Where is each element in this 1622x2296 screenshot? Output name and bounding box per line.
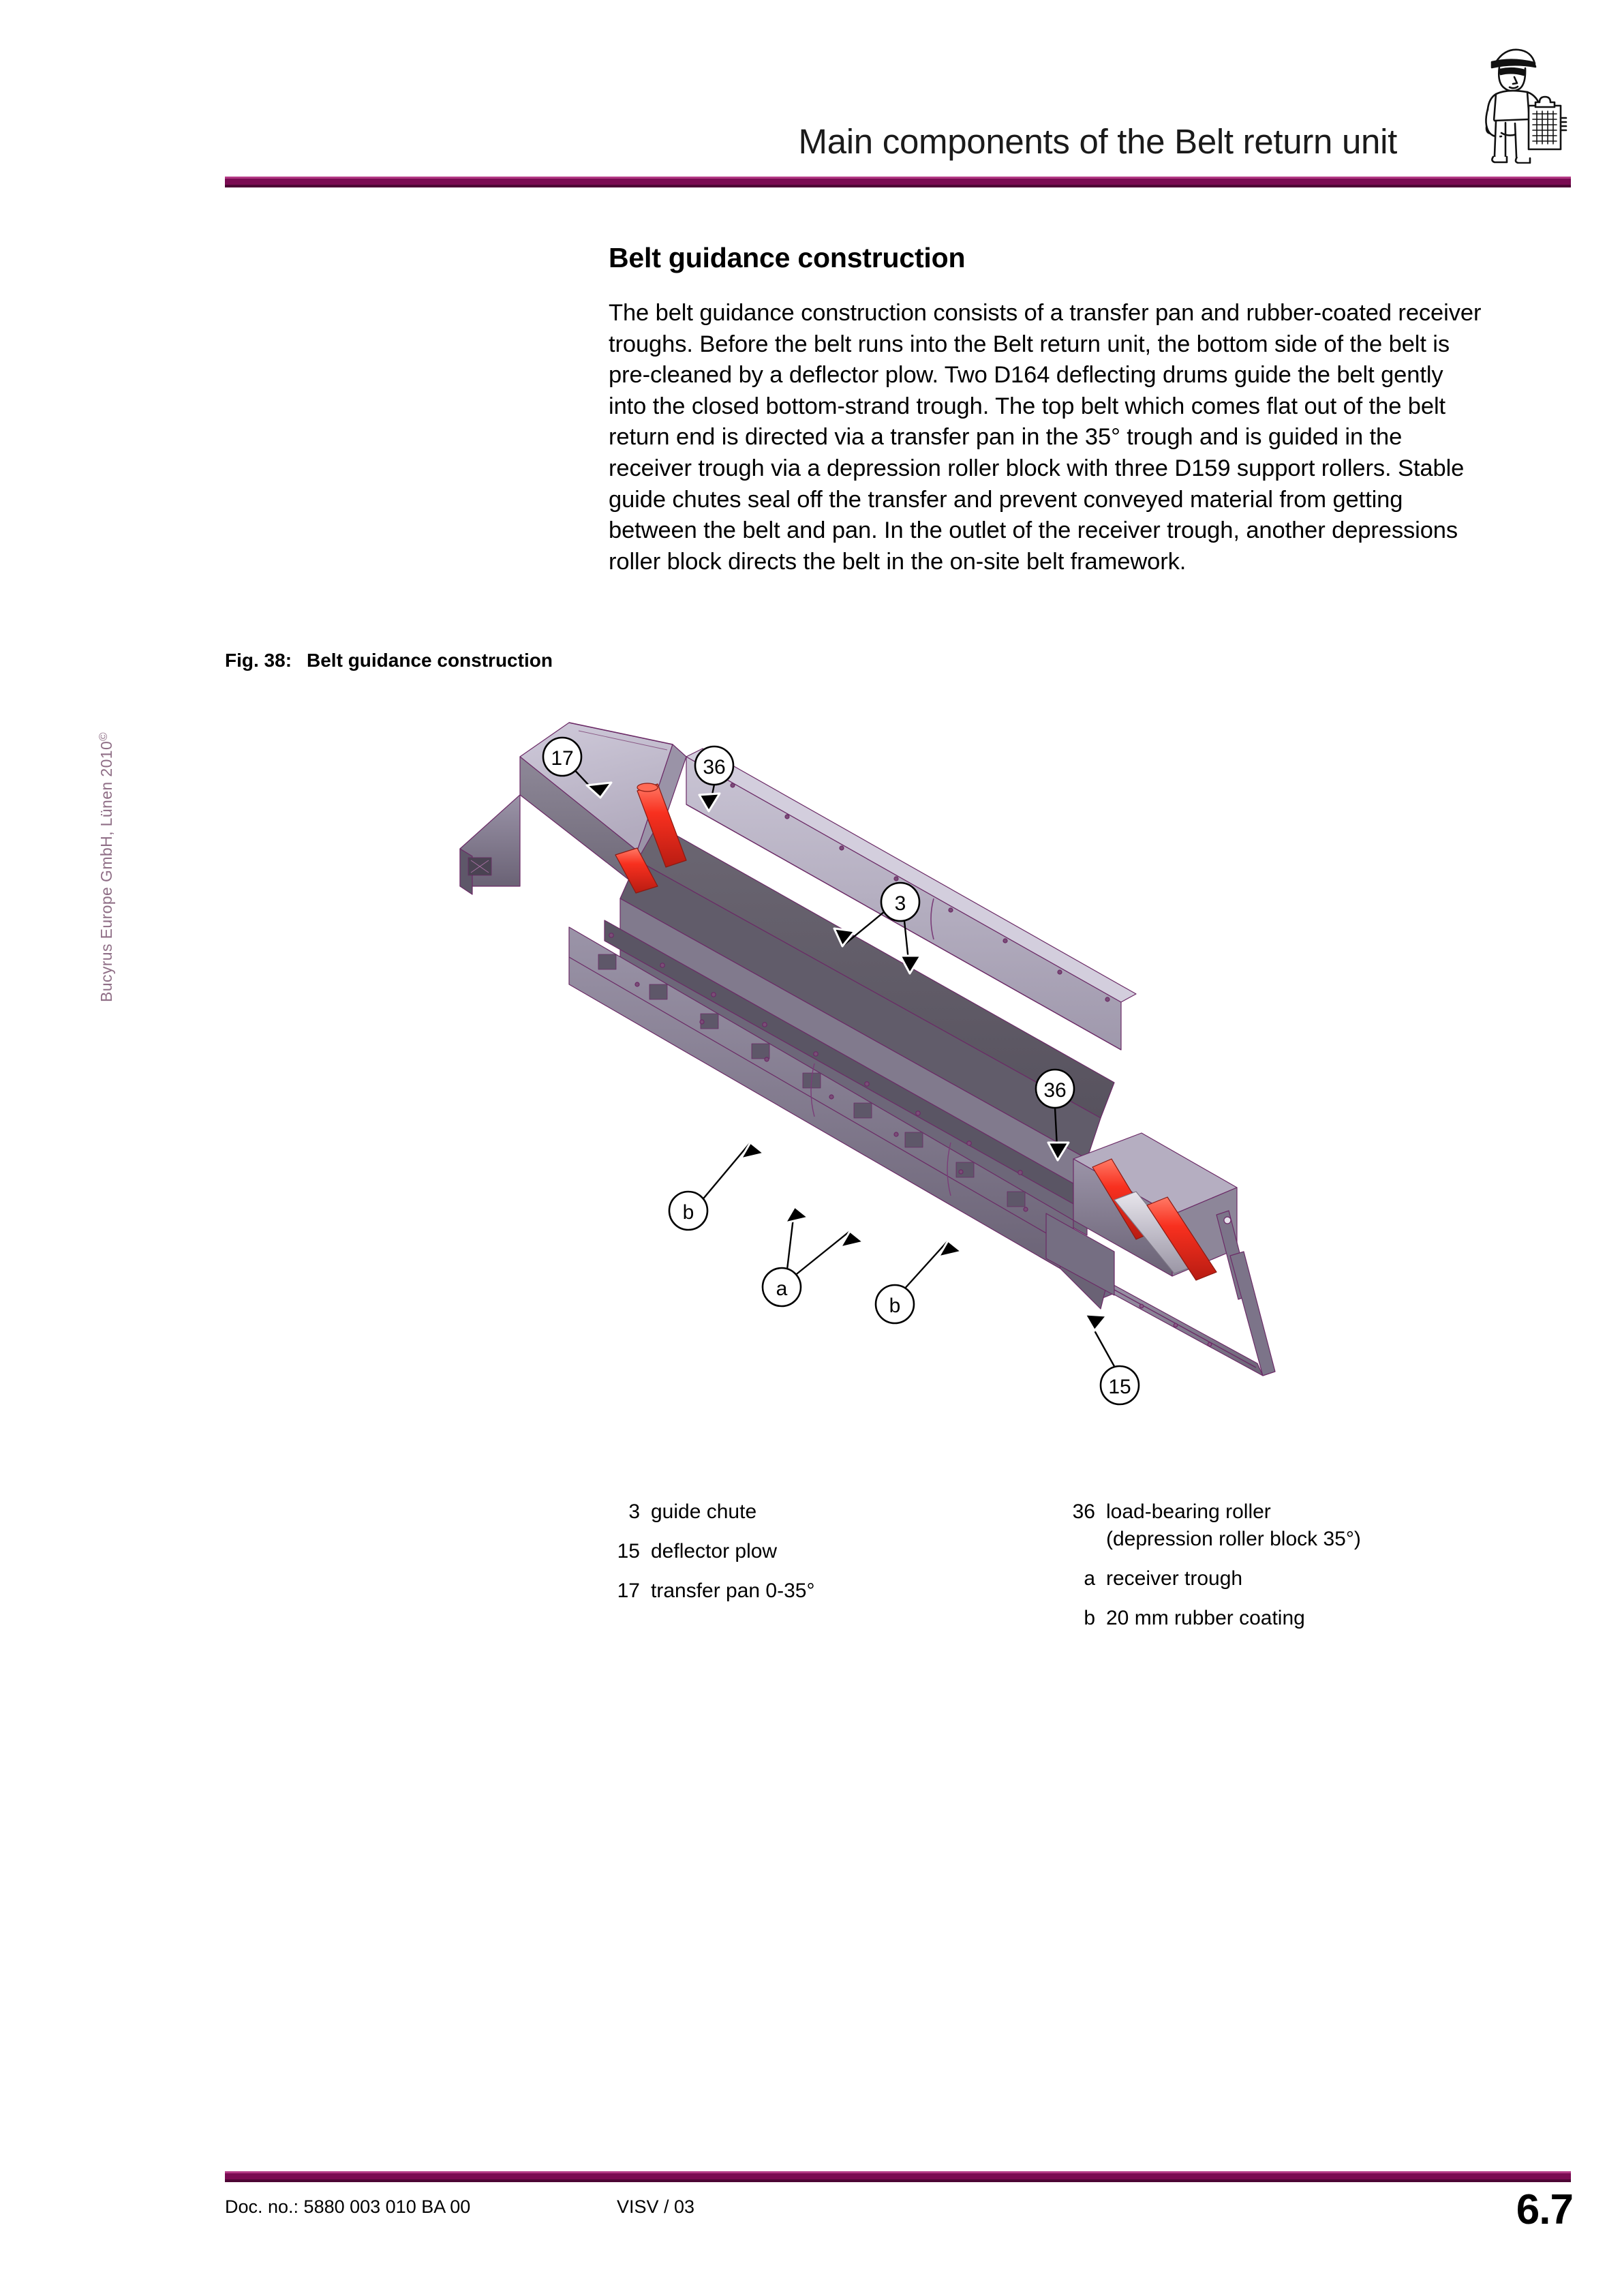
callout-3: 3 xyxy=(880,881,921,922)
legend-item: 3 guide chute xyxy=(609,1498,814,1526)
callout-15: 15 xyxy=(1099,1365,1140,1406)
callout-17: 17 xyxy=(542,736,583,777)
figure-number: Fig. 38: xyxy=(225,650,292,671)
figure-belt-guidance-construction: 17 36 3 36 b a b 15 xyxy=(204,682,1574,1486)
legend-item: b 20 mm rubber coating xyxy=(1064,1605,1361,1632)
callout-b-lower: b xyxy=(874,1284,915,1325)
callout-label: 15 xyxy=(1108,1376,1131,1398)
header-rule xyxy=(225,179,1571,185)
legend-column-left: 3 guide chute 15 deflector plow 17 trans… xyxy=(609,1498,815,1617)
page-number: 6.7 xyxy=(1516,2186,1574,2233)
legend-value-main: load-bearing roller xyxy=(1106,1500,1271,1523)
legend-key: 15 xyxy=(617,1540,640,1562)
legend-value: transfer pan 0-35° xyxy=(651,1580,815,1602)
callout-label: 17 xyxy=(551,747,573,770)
figure-svg: 17 36 3 36 b a b 15 xyxy=(459,722,1276,1406)
receiver-trough xyxy=(568,898,1088,1277)
legend-item: 36 load-bearing roller (depression rolle… xyxy=(1064,1498,1361,1553)
callout-b-upper: b xyxy=(668,1190,709,1231)
belt-guidance-assembly xyxy=(459,722,1276,1376)
legend-value: load-bearing roller (depression roller b… xyxy=(1106,1498,1361,1553)
copyright-mark: © xyxy=(97,731,110,741)
legend-key: a xyxy=(1084,1567,1095,1590)
side-copyright: Bucyrus Europe GmbH, Lünen 2010© xyxy=(97,732,116,1002)
legend-value: receiver trough xyxy=(1106,1567,1243,1590)
legend-item: 15 deflector plow xyxy=(609,1538,814,1565)
legend-key: b xyxy=(1084,1607,1095,1629)
callout-36-left: 36 xyxy=(694,745,735,786)
callout-36-right: 36 xyxy=(1035,1068,1075,1109)
figure-callouts: 17 36 3 36 b a b 15 xyxy=(542,736,1140,1406)
legend-value: guide chute xyxy=(651,1500,757,1523)
depression-roller-block xyxy=(1073,1132,1251,1300)
callout-label: b xyxy=(683,1201,694,1224)
side-copyright-text: Bucyrus Europe GmbH, Lünen 2010 xyxy=(97,740,115,1002)
legend-item: 17 transfer pan 0-35° xyxy=(609,1577,815,1605)
legend-value: 20 mm rubber coating xyxy=(1106,1607,1305,1629)
load-bearing-roller-left xyxy=(615,783,687,894)
callout-a: a xyxy=(761,1267,802,1308)
footer-revision: VISV / 03 xyxy=(617,2196,695,2217)
figure-caption-text: Belt guidance construction xyxy=(307,650,553,671)
legend-key: 3 xyxy=(628,1500,640,1523)
legend-value-sub: (depression roller block 35°) xyxy=(1106,1528,1361,1550)
legend-item: a receiver trough xyxy=(1064,1565,1361,1592)
section-title: Belt guidance construction xyxy=(609,242,966,273)
figure-arrowheads xyxy=(585,781,1108,1332)
legend-column-right: 36 load-bearing roller (depression rolle… xyxy=(1064,1498,1361,1644)
footer-document-number: Doc. no.: 5880 003 010 BA 00 xyxy=(225,2196,471,2217)
worker-with-clipboard-icon xyxy=(1485,48,1567,164)
body-paragraph: The belt guidance construction consists … xyxy=(609,300,1482,575)
legend-key: 17 xyxy=(617,1580,640,1602)
legend-value: deflector plow xyxy=(651,1540,778,1562)
callout-label: 36 xyxy=(703,756,725,779)
callout-label: b xyxy=(889,1295,901,1317)
callout-label: a xyxy=(776,1278,788,1300)
footer-rule xyxy=(225,2173,1571,2179)
legend-key: 36 xyxy=(1072,1500,1095,1523)
page-header: Main components of the Belt return unit xyxy=(0,0,1622,198)
left-end-frame xyxy=(459,794,521,895)
callout-label: 3 xyxy=(895,892,906,915)
page-title: Main components of the Belt return unit xyxy=(798,122,1398,161)
figure-caption: Fig. 38: Belt guidance construction xyxy=(225,650,553,671)
callout-label: 36 xyxy=(1043,1079,1066,1102)
